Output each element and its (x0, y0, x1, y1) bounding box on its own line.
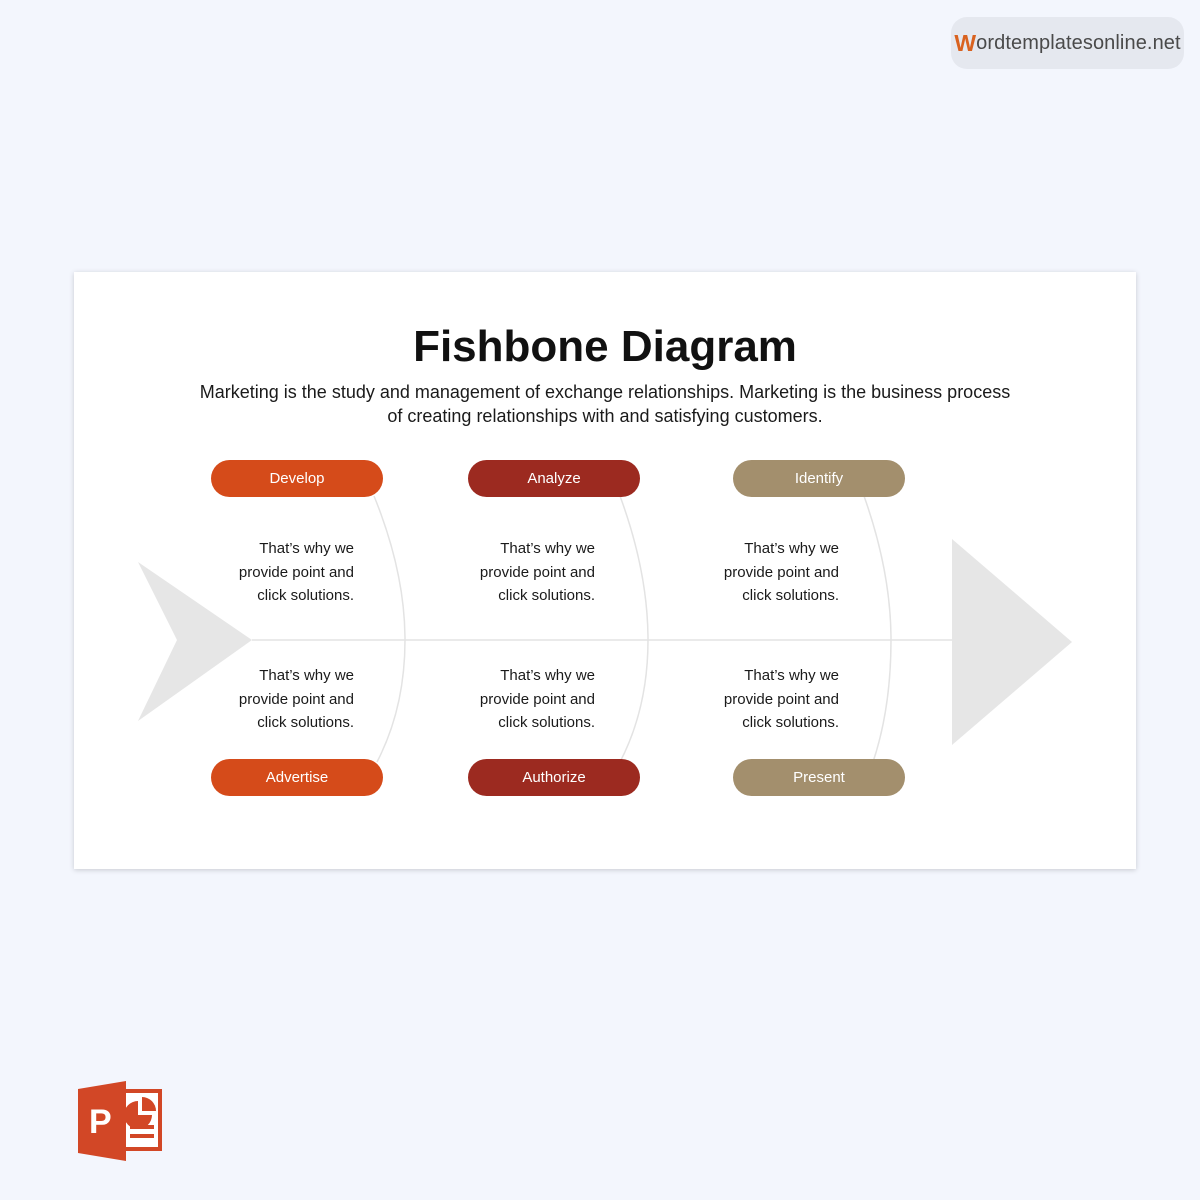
description-line: provide point and (723, 563, 839, 581)
description-line: click solutions. (257, 714, 354, 731)
fishbone-graphic (138, 495, 1072, 763)
category-pill-authorize: Authorize (468, 759, 640, 796)
powerpoint-icon: P (78, 1081, 162, 1161)
description-line: click solutions. (742, 587, 839, 604)
description-line: That’s why we (500, 667, 595, 684)
description-top-1: That’s why we provide point and click so… (194, 537, 354, 608)
category-pill-identify: Identify (733, 460, 905, 497)
description-line: click solutions. (742, 714, 839, 731)
description-line: That’s why we (259, 540, 354, 557)
category-pill-analyze: Analyze (468, 460, 640, 497)
category-label: Advertise (265, 769, 329, 786)
fish-rib-top-2 (619, 495, 649, 641)
category-label: Present (793, 769, 845, 786)
description-line: click solutions. (257, 587, 354, 604)
category-label: Analyze (527, 470, 581, 487)
powerpoint-icon-letter: P (89, 1103, 112, 1141)
description-line: provide point and (238, 563, 354, 581)
fish-rib-bottom-2 (619, 639, 649, 763)
description-line: click solutions. (498, 587, 595, 604)
description-line: That’s why we (744, 667, 839, 684)
description-line: That’s why we (500, 540, 595, 557)
description-line: That’s why we (744, 540, 839, 557)
description-top-2: That’s why we provide point and click so… (435, 537, 595, 608)
description-line: provide point and (479, 563, 595, 581)
description-line: click solutions. (498, 714, 595, 731)
description-line: provide point and (238, 690, 354, 708)
category-label: Identify (794, 470, 844, 487)
description-line: provide point and (479, 690, 595, 708)
category-label: Develop (269, 470, 325, 487)
slide-subtitle: Marketing is the study and management of… (199, 382, 1011, 426)
fish-rib-bottom-3 (872, 639, 892, 763)
description-bottom-1: That’s why we provide point and click so… (194, 664, 354, 735)
category-pill-develop: Develop (211, 460, 383, 497)
fish-head (952, 539, 1072, 745)
category-label: Authorize (522, 769, 586, 786)
fish-rib-bottom-1 (376, 639, 406, 763)
fish-rib-top-3 (863, 495, 892, 641)
slide-card: Fishbone Diagram Marketing is the study … (74, 272, 1136, 869)
description-line: That’s why we (259, 667, 354, 684)
category-pill-advertise: Advertise (211, 759, 383, 796)
brand-name: ordtemplatesonline.net (976, 31, 1181, 54)
description-top-3: That’s why we provide point and click so… (679, 537, 839, 608)
description-bottom-3: That’s why we provide point and click so… (679, 664, 839, 735)
brand-logo-letter: W (954, 29, 977, 56)
description-bottom-2: That’s why we provide point and click so… (435, 664, 595, 735)
fish-rib-top-1 (373, 495, 406, 641)
fish-tail (138, 562, 252, 721)
slide-title: Fishbone Diagram (413, 322, 797, 371)
category-pill-present: Present (733, 759, 905, 796)
description-line: provide point and (723, 690, 839, 708)
